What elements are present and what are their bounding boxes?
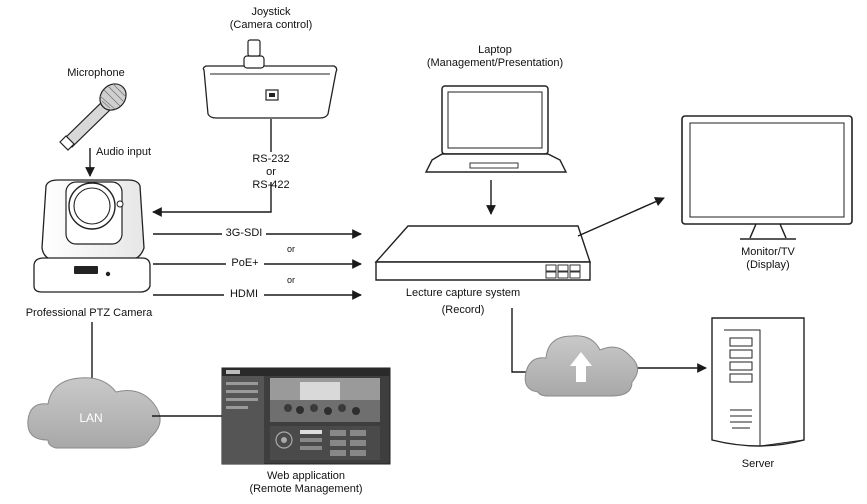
monitor-icon bbox=[681, 115, 853, 240]
webapp-label: Web application (Remote Management) bbox=[236, 470, 376, 496]
web-app-screenshot bbox=[221, 367, 391, 465]
audio-input-label: Audio input bbox=[96, 146, 152, 158]
joystick-title: Joystick bbox=[251, 6, 291, 18]
monitor-label: Monitor/TV (Display) bbox=[726, 246, 810, 272]
monitor-arrow bbox=[577, 197, 665, 237]
laptop-title: Laptop bbox=[478, 44, 512, 56]
capture-subtitle: (Record) bbox=[441, 304, 485, 316]
server-icon bbox=[711, 317, 805, 447]
microphone-icon bbox=[59, 83, 127, 151]
monitor-subtitle: (Display) bbox=[746, 259, 790, 271]
or-label-1: or bbox=[286, 244, 295, 254]
lan-label: LAN bbox=[79, 411, 103, 425]
capture-to-cloud-line bbox=[511, 308, 530, 373]
serial-or-label: or bbox=[266, 166, 276, 178]
serial-label: RS-232 or RS-422 bbox=[246, 153, 296, 192]
joystick-icon bbox=[202, 39, 338, 119]
poe-label: PoE+ bbox=[226, 257, 264, 270]
laptop-subtitle: (Management/Presentation) bbox=[426, 57, 564, 69]
camera-label: Professional PTZ Camera bbox=[25, 307, 153, 319]
monitor-title: Monitor/TV bbox=[741, 246, 795, 258]
server-label: Server bbox=[741, 458, 775, 470]
capture-title: Lecture capture system bbox=[405, 287, 521, 299]
sdi-label: 3G-SDI bbox=[222, 227, 266, 240]
camera-icon bbox=[33, 179, 151, 293]
lan-cloud-icon bbox=[27, 377, 161, 449]
laptop-icon bbox=[424, 85, 568, 173]
joystick-label: Joystick (Camera control) bbox=[226, 6, 316, 32]
joystick-control-arrow bbox=[152, 182, 272, 217]
joystick-subtitle: (Camera control) bbox=[229, 19, 313, 31]
laptop-label: Laptop (Management/Presentation) bbox=[400, 44, 590, 70]
capture-label: Lecture capture system (Record) bbox=[388, 287, 538, 317]
webapp-title: Web application bbox=[266, 470, 346, 482]
webapp-subtitle: (Remote Management) bbox=[249, 483, 363, 495]
capture-box-icon bbox=[374, 225, 591, 281]
rs422-label: RS-422 bbox=[252, 179, 290, 191]
rs232-label: RS-232 bbox=[252, 153, 290, 165]
upload-cloud-icon bbox=[524, 335, 638, 397]
hdmi-label: HDMI bbox=[224, 288, 264, 301]
microphone-label: Microphone bbox=[67, 67, 125, 79]
or-label-2: or bbox=[286, 275, 295, 285]
